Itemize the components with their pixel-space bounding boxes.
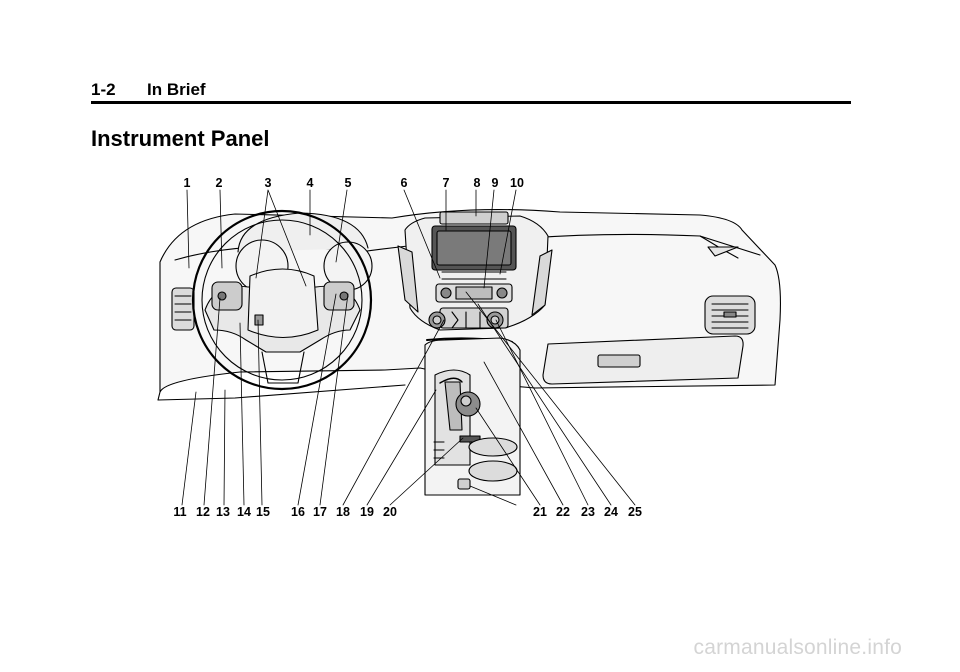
callout-5: 5 xyxy=(345,176,352,190)
top-callouts: 1 2 3 4 5 6 7 8 9 10 xyxy=(184,176,524,190)
callout-7: 7 xyxy=(443,176,450,190)
callout-11: 11 xyxy=(173,505,186,519)
running-head: 1-2 In Brief xyxy=(91,80,206,100)
callout-21: 21 xyxy=(533,505,547,519)
callout-6: 6 xyxy=(401,176,408,190)
callout-10: 10 xyxy=(510,176,524,190)
callout-4: 4 xyxy=(307,176,314,190)
callout-18: 18 xyxy=(336,505,350,519)
callout-2: 2 xyxy=(216,176,223,190)
callout-12: 12 xyxy=(196,505,210,519)
callout-17: 17 xyxy=(313,505,327,519)
callout-8: 8 xyxy=(474,176,481,190)
callout-14: 14 xyxy=(237,505,251,519)
callout-24: 24 xyxy=(604,505,618,519)
callout-13: 13 xyxy=(216,505,230,519)
callout-23: 23 xyxy=(581,505,595,519)
callout-22: 22 xyxy=(556,505,570,519)
callout-3: 3 xyxy=(265,176,272,190)
callout-16: 16 xyxy=(291,505,305,519)
callout-15: 15 xyxy=(256,505,270,519)
page-title: Instrument Panel xyxy=(91,126,270,151)
watermark: carmanualsonline.info xyxy=(693,636,902,659)
callout-20: 20 xyxy=(383,505,397,519)
section-number: 1-2 xyxy=(91,80,116,99)
callout-19: 19 xyxy=(360,505,374,519)
callout-25: 25 xyxy=(628,505,642,519)
callout-9: 9 xyxy=(492,176,499,190)
header-rule xyxy=(91,101,851,104)
chapter-name: In Brief xyxy=(147,80,206,99)
bottom-callouts: 11 12 13 14 15 16 17 18 19 20 21 22 23 2… xyxy=(173,505,642,519)
callout-1: 1 xyxy=(184,176,191,190)
